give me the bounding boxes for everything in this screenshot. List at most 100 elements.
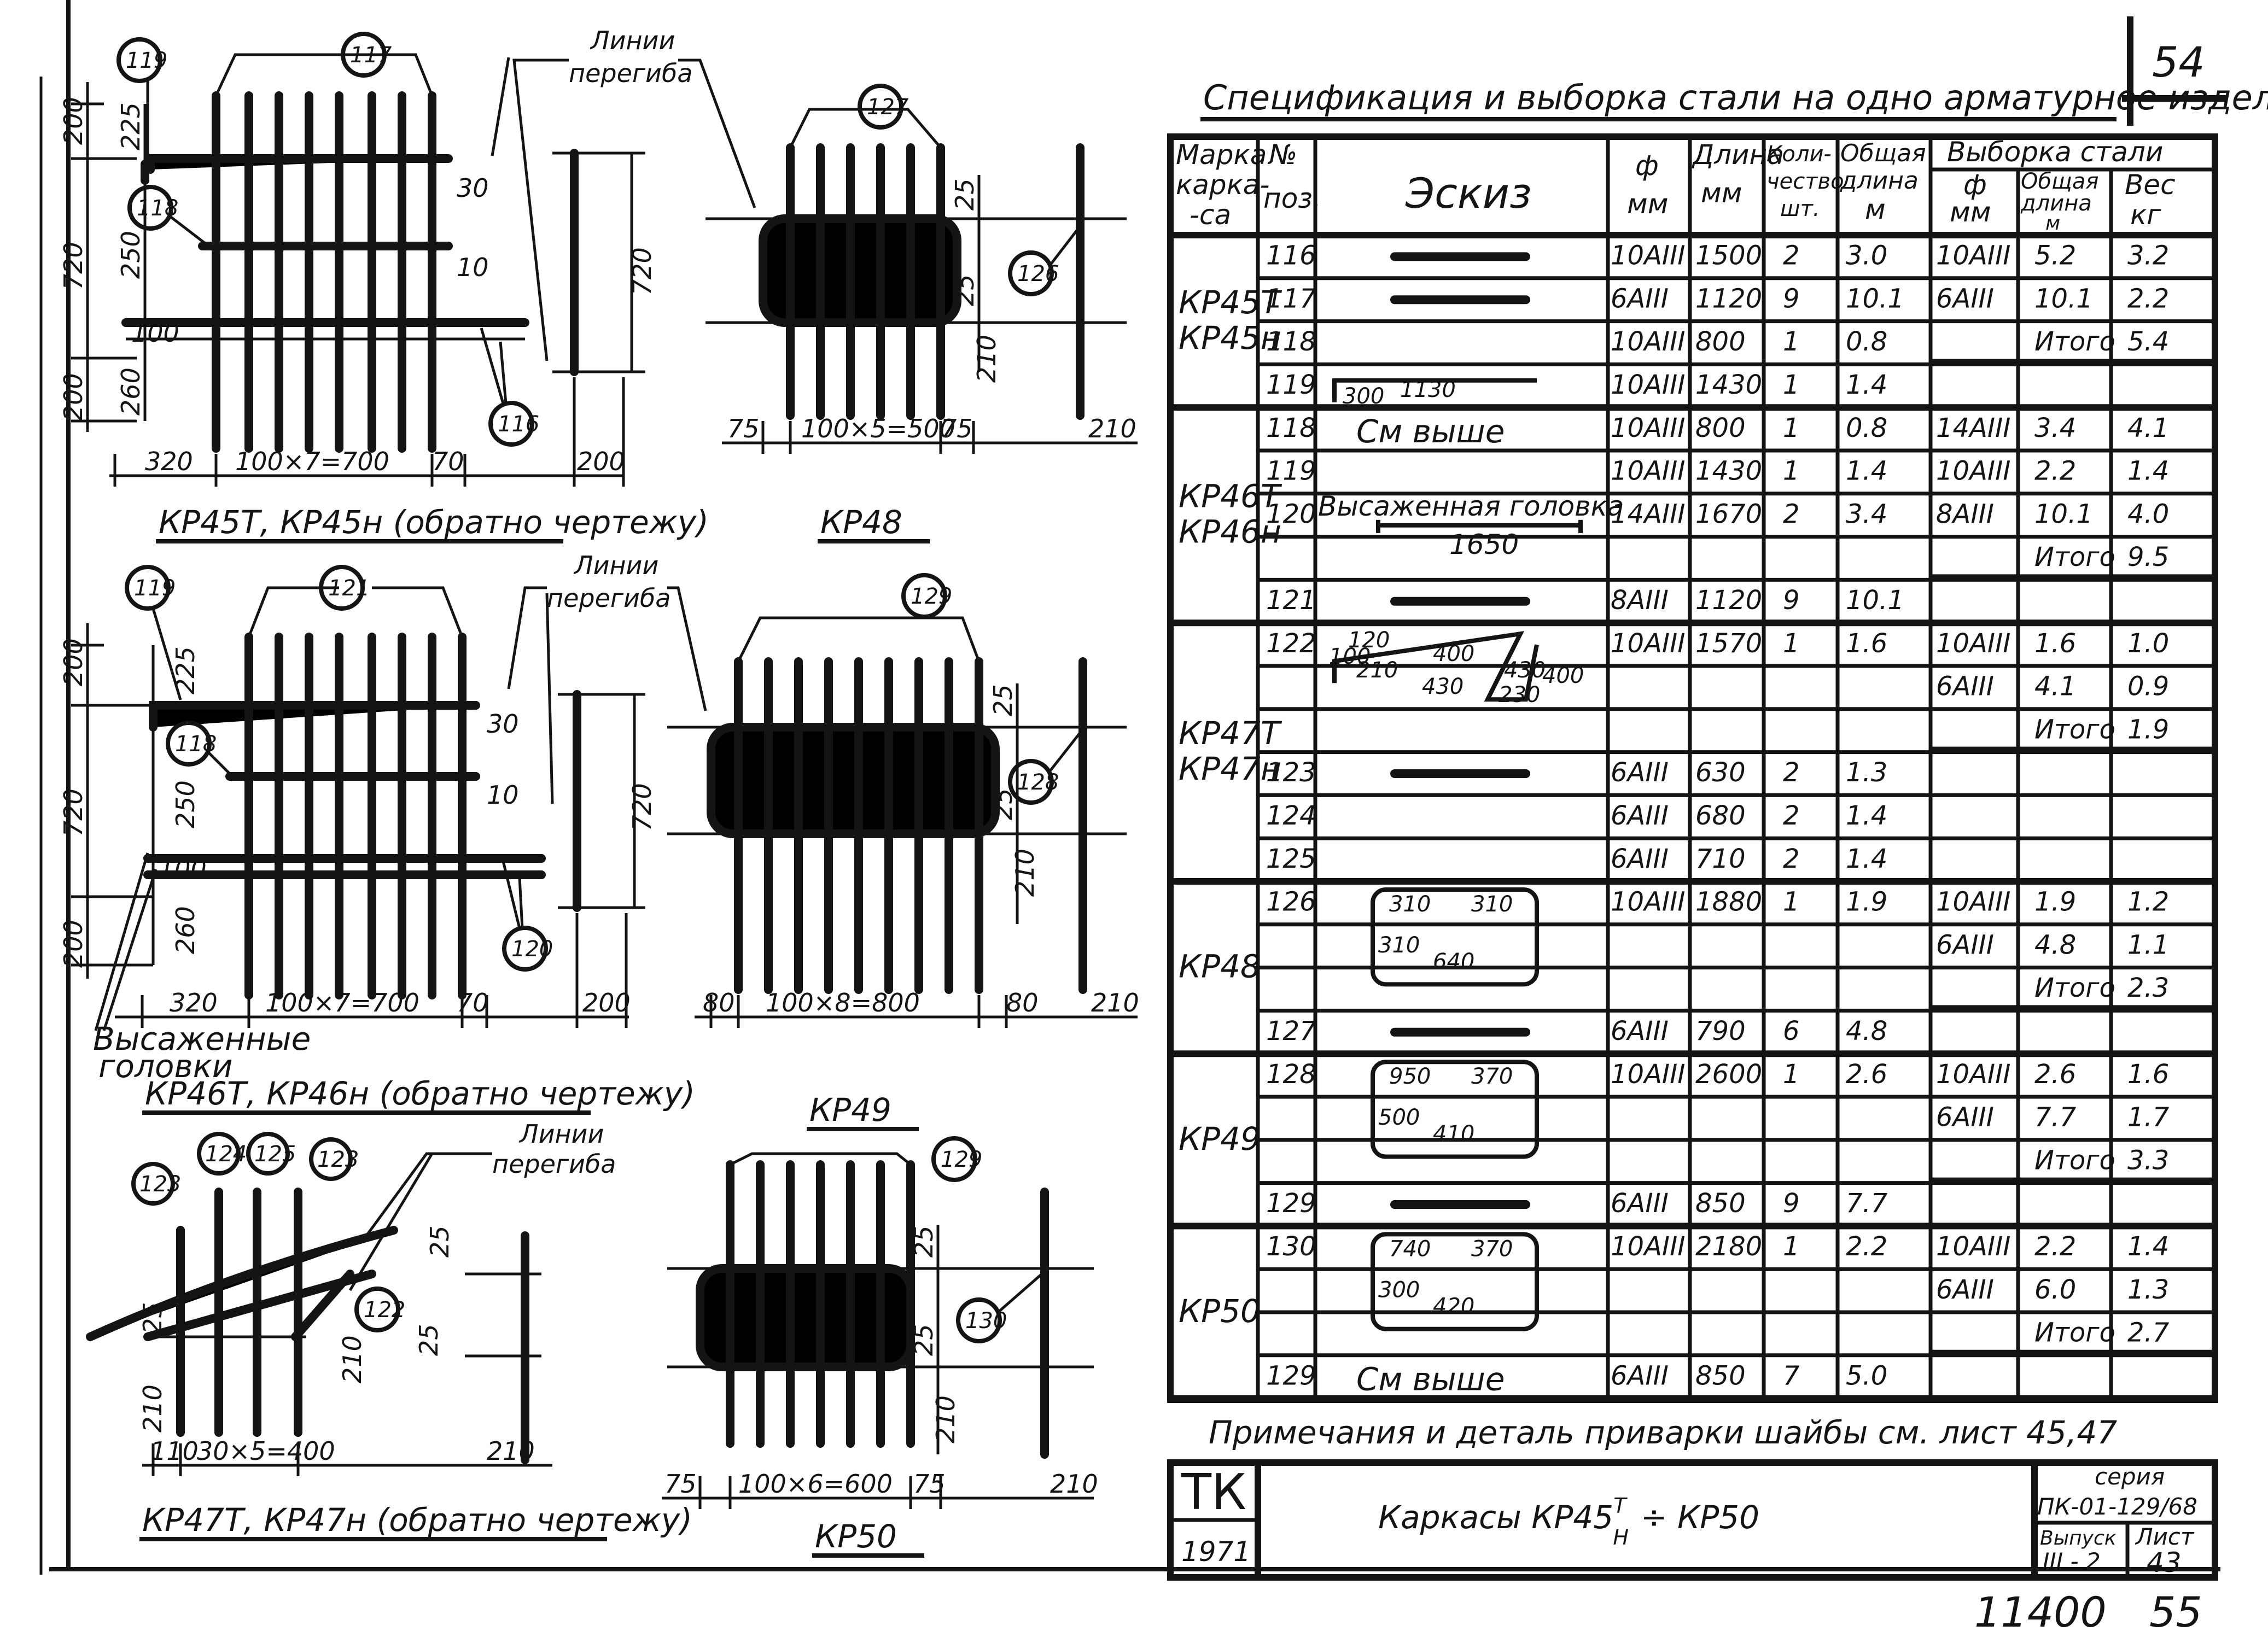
cell-swt: 1.4 xyxy=(2127,456,2169,487)
cell-total: 2.6 xyxy=(1846,1059,1887,1090)
cell-swt: 2.2 xyxy=(2127,283,2169,314)
svg-text:119: 119 xyxy=(134,576,176,601)
svg-text:длина: длина xyxy=(1840,167,1919,195)
svg-text:128: 128 xyxy=(1017,770,1059,795)
mark-label: КР45Т xyxy=(1179,284,1282,321)
cell-dia: 10АIII xyxy=(1611,241,1685,271)
dim-250: 250 xyxy=(116,231,145,279)
kp46-dim-225: 225 xyxy=(171,646,200,694)
cell-len: 1670 xyxy=(1695,499,1762,529)
kp46-dim-10: 10 xyxy=(487,780,519,810)
svg-text:129: 129 xyxy=(941,1147,982,1172)
sketch-see-above: Cм выше xyxy=(1356,1360,1505,1398)
sketch-dim: 430 xyxy=(1504,658,1546,683)
cell-sdia: 14АIII xyxy=(1936,413,2010,443)
kp47-bend-1: Линии xyxy=(518,1119,604,1149)
cell-pos: 129 xyxy=(1266,1360,1316,1391)
cell-slen: 2.2 xyxy=(2034,1231,2076,1262)
table-note: Примечания и деталь приварки шайбы см. л… xyxy=(1209,1414,2117,1451)
cell-dia: 8АIII xyxy=(1611,585,1669,616)
cell-pos: 116 xyxy=(1266,241,1316,271)
cell-swt: 1.7 xyxy=(2127,1102,2170,1133)
cell-sdia: 6АIII xyxy=(1936,671,1994,702)
cell-slen: 4.1 xyxy=(2034,671,2076,702)
sheet-frame xyxy=(39,0,2220,1575)
dim-720: 720 xyxy=(59,242,88,290)
dim-700: 100×7=700 xyxy=(235,447,389,476)
kp47-dim-25b: 25 xyxy=(414,1324,444,1356)
mark-label: КР50 xyxy=(1179,1293,1261,1330)
cell-qty: 7 xyxy=(1783,1360,1800,1391)
sketch-dim: 1650 xyxy=(1449,529,1519,560)
sketch-loop xyxy=(1371,1060,1539,1159)
dim-side-200: 200 xyxy=(577,447,625,476)
svg-text:123: 123 xyxy=(317,1147,359,1172)
cell-slen: Итого xyxy=(2034,542,2115,572)
callout-126: 126 xyxy=(1008,229,1078,296)
cell-swt: 1.6 xyxy=(2127,1059,2169,1090)
svg-text:Марка: Марка xyxy=(1176,139,1267,171)
svg-text:129: 129 xyxy=(911,584,952,609)
svg-text:123: 123 xyxy=(139,1172,181,1197)
sketch-dim: 310 xyxy=(1389,892,1431,917)
svg-text:карка-: карка- xyxy=(1176,169,1269,201)
cell-qty: 2 xyxy=(1783,241,1800,271)
cell-total: 1.3 xyxy=(1846,757,1887,788)
cell-len: 710 xyxy=(1695,844,1746,874)
kp47-dim-210h: 210 xyxy=(487,1436,535,1466)
kp46-dim-260: 260 xyxy=(171,906,200,954)
sketch-dim: 210 xyxy=(1356,658,1398,683)
sketch-bent xyxy=(1332,631,1539,702)
svg-text:130: 130 xyxy=(965,1308,1007,1334)
cell-len: 850 xyxy=(1695,1188,1746,1219)
kp47-callout-122: 122 xyxy=(354,1287,405,1332)
cell-total: 1.9 xyxy=(1846,887,1887,917)
cell-total: 5.0 xyxy=(1846,1360,1887,1391)
caption-kp49: КР49 xyxy=(809,1091,891,1129)
cell-slen: Итого xyxy=(2034,973,2115,1003)
cell-pos: 126 xyxy=(1266,887,1316,917)
cell-qty: 1 xyxy=(1783,628,1800,659)
sketch-loop xyxy=(1371,887,1539,987)
cell-dia: 10АIII xyxy=(1611,413,1685,443)
cell-pos: 119 xyxy=(1266,456,1316,487)
cell-dia: 6АIII xyxy=(1611,1188,1669,1219)
cell-sdia: 6АIII xyxy=(1936,283,1994,314)
stamp-list-label: Лист xyxy=(2135,1523,2195,1550)
svg-text:кг: кг xyxy=(2130,199,2161,231)
dim-320: 320 xyxy=(145,447,193,476)
svg-text:ф: ф xyxy=(1963,169,1987,201)
stamp-issue-label: Выпуск xyxy=(2040,1527,2117,1550)
sketch-loop xyxy=(1371,1232,1539,1331)
svg-text:125: 125 xyxy=(254,1142,296,1167)
spec-table: Марка карка- -са № поз. Эскиз ф мм Длина… xyxy=(1167,133,2218,1403)
cell-qty: 2 xyxy=(1783,499,1800,529)
kp50-dim-75b: 75 xyxy=(913,1469,946,1499)
cell-swt: 5.4 xyxy=(2127,326,2169,357)
kp46-side-720: 720 xyxy=(627,783,657,831)
dim-10: 10 xyxy=(457,253,489,282)
dim-260: 260 xyxy=(116,367,145,416)
cell-slen: 1.6 xyxy=(2034,628,2076,659)
svg-text:-са: -са xyxy=(1190,199,1231,231)
cell-slen: 4.8 xyxy=(2034,929,2076,960)
cell-total: 0.8 xyxy=(1846,413,1887,443)
cell-sdia: 10АIII xyxy=(1936,628,2010,659)
kp46-heads-label-2: головки xyxy=(98,1048,232,1085)
cell-dia: 10АIII xyxy=(1611,326,1685,357)
cell-swt: 3.3 xyxy=(2127,1145,2169,1176)
kp46-dim-320: 320 xyxy=(170,988,218,1018)
cell-swt: 1.4 xyxy=(2127,1231,2169,1262)
caption-kp45: КР45Т, КР45н (обратно чертежу) xyxy=(159,504,709,541)
cell-pos: 125 xyxy=(1266,844,1316,874)
